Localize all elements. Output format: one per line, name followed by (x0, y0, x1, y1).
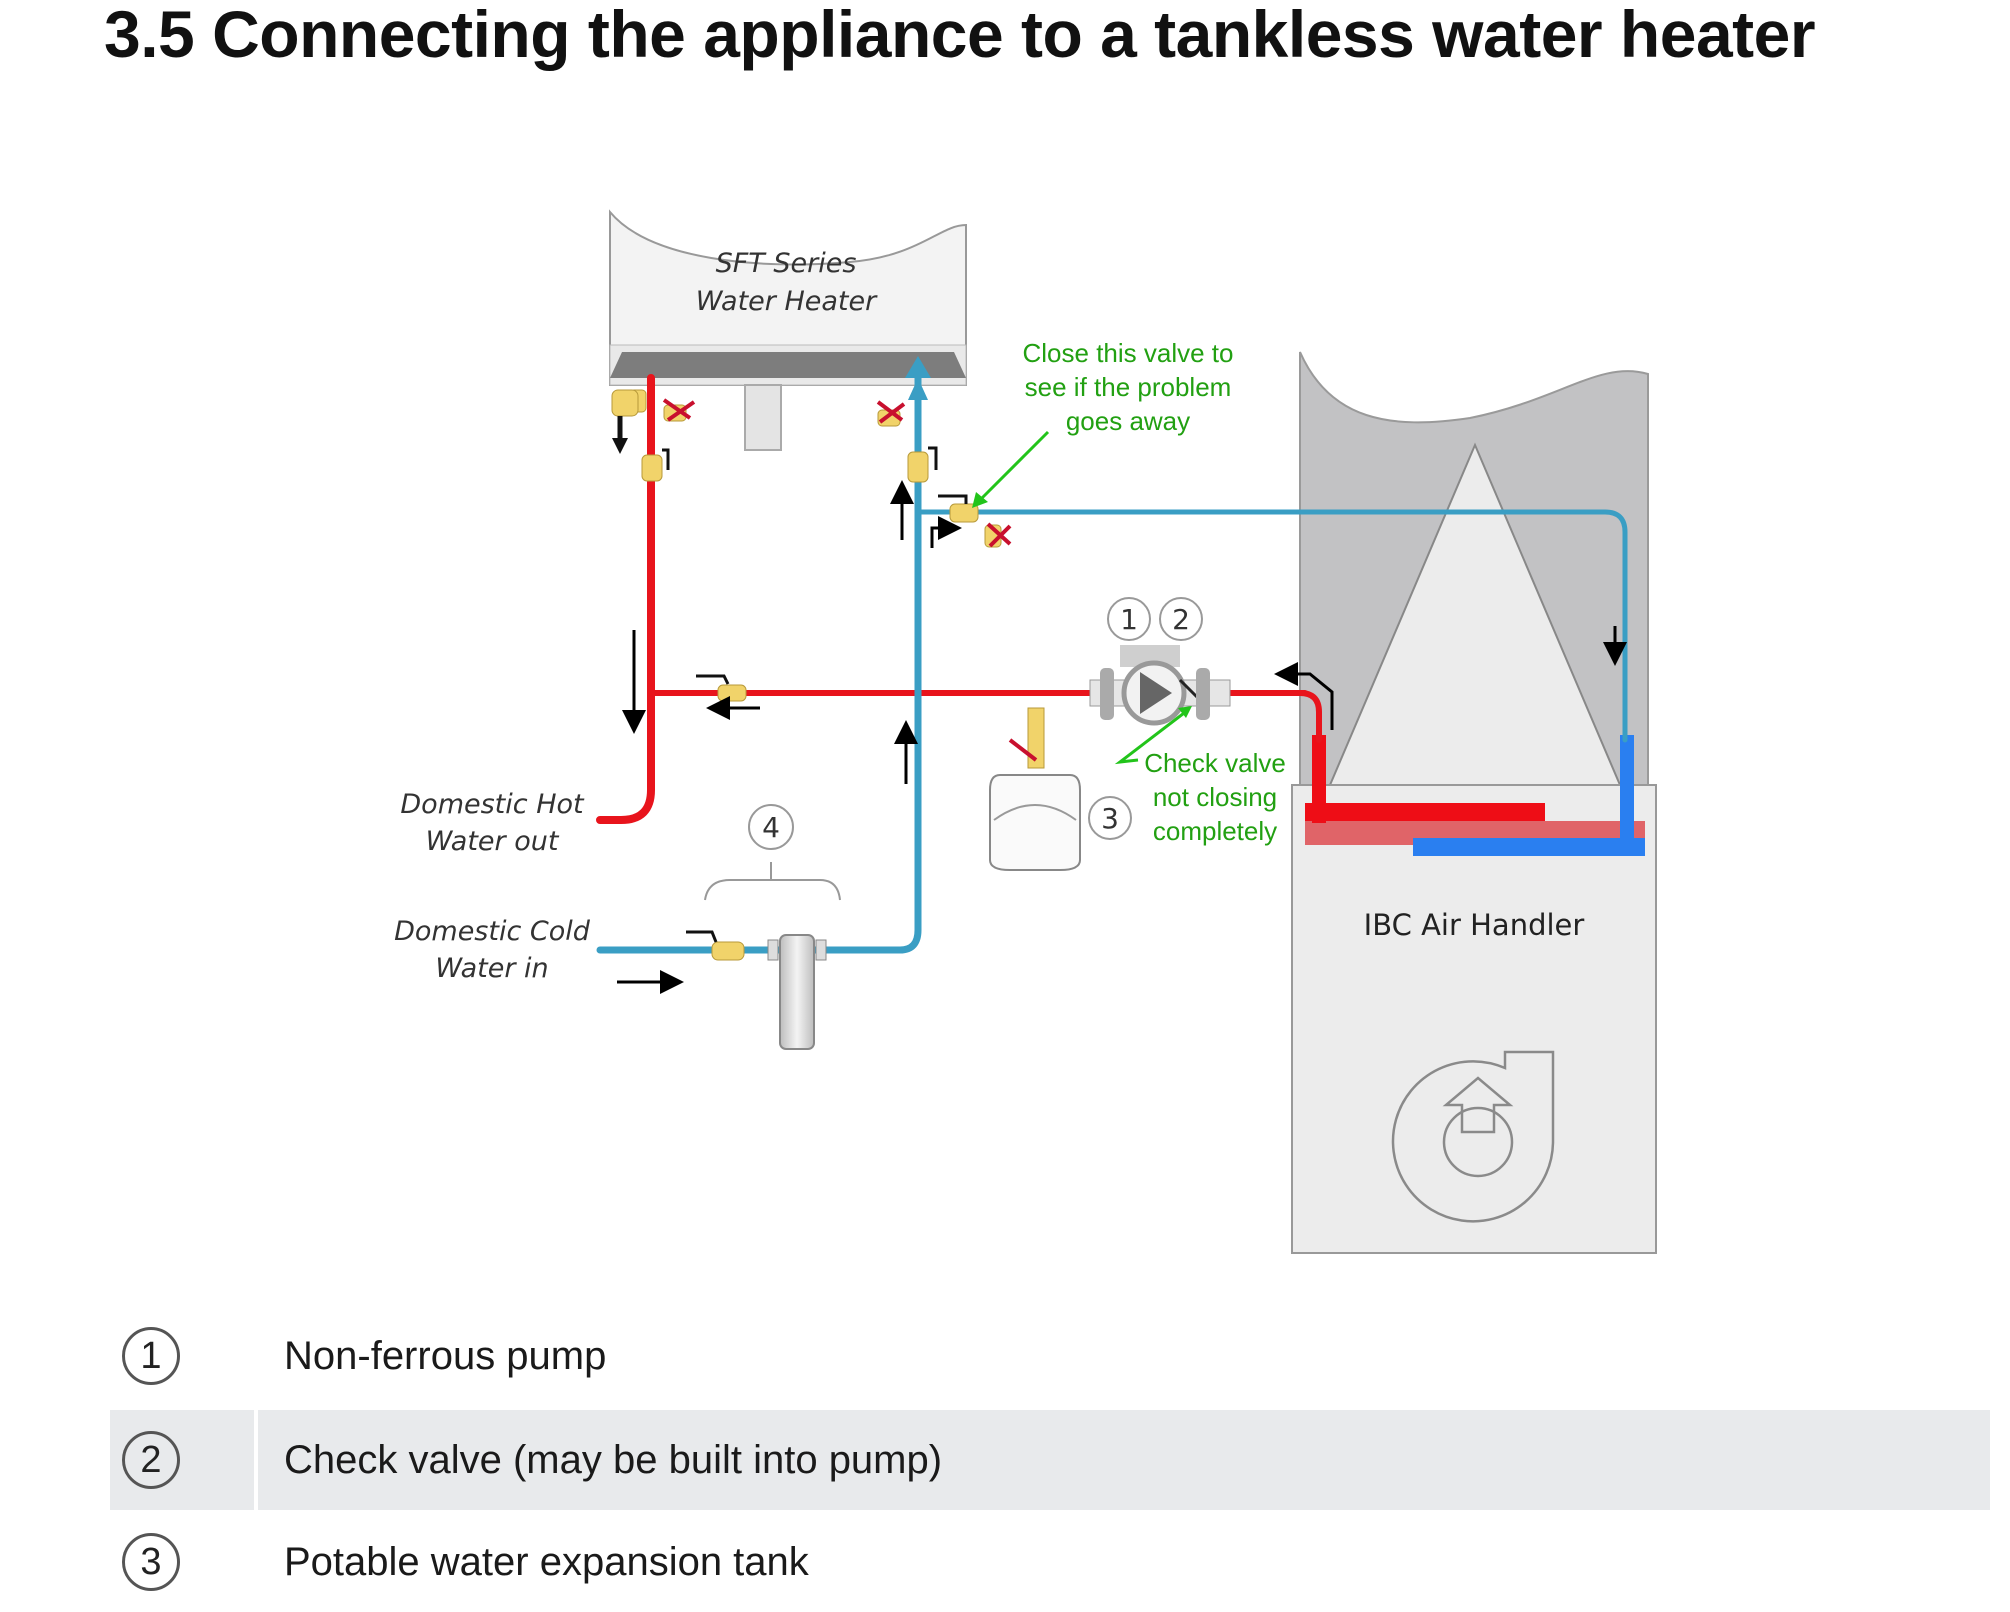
callout-4: 4 (748, 804, 794, 850)
flow-arrows (617, 480, 1627, 994)
cold-in-label-1: Domestic Cold (394, 916, 591, 947)
legend-text: Non-ferrous pump (284, 1333, 607, 1378)
expansion-tank-icon (989, 707, 1081, 871)
svg-text:see if the problem: see if the problem (1025, 372, 1232, 402)
water-heater-label-1: SFT Series (716, 248, 857, 279)
air-handler: IBC Air Handler (1291, 351, 1657, 1254)
ball-valve-icon (686, 930, 745, 961)
svg-text:2: 2 (1172, 603, 1190, 636)
svg-text:3: 3 (1101, 802, 1119, 835)
svg-text:Close this valve to: Close this valve to (1023, 338, 1234, 368)
hot-out-label-2: Water out (426, 826, 560, 857)
legend-number: 2 (122, 1431, 180, 1489)
arrow-turn-icon (930, 516, 962, 548)
pump-icon (1089, 645, 1231, 726)
legend-number: 3 (122, 1533, 180, 1591)
callout-3: 3 (1088, 796, 1132, 840)
cold-pipe-to-coil (915, 509, 1628, 743)
ball-valve-icon (696, 674, 747, 702)
legend-text: Check valve (may be built into pump) (284, 1437, 943, 1482)
arrow-turn-left-icon (1274, 662, 1334, 730)
hot-out-label-1: Domestic Hot (400, 789, 585, 820)
ball-valve-icon (876, 400, 938, 483)
cold-in-label-2: Water in (435, 953, 548, 984)
coil-cold-header (1413, 838, 1645, 856)
blower-icon (1391, 1050, 1555, 1223)
water-heater: SFT Series Water Heater (609, 209, 967, 451)
svg-text:1: 1 (1120, 603, 1138, 636)
annotation-close-valve: Close this valve to see if the problem g… (972, 338, 1233, 508)
water-heater-label-2: Water Heater (696, 286, 878, 317)
svg-text:Check valve: Check valve (1144, 748, 1286, 778)
callout-1: 1 (1107, 597, 1151, 641)
callout-2: 2 (1159, 597, 1203, 641)
legend-row-1: 1 Non-ferrous pump (110, 1306, 1990, 1406)
plumbing-diagram: IBC Air Handler SFT Series Water Heater (394, 209, 1657, 1254)
legend-row-3: 3 Potable water expansion tank (110, 1512, 1990, 1612)
svg-text:goes away: goes away (1066, 406, 1190, 436)
coil-hot-header (1305, 803, 1545, 821)
page-title: 3.5 Connecting the appliance to a tankle… (104, 0, 1816, 71)
svg-text:completely: completely (1153, 816, 1277, 846)
cold-pipe-main (596, 374, 922, 954)
filter-icon (704, 862, 841, 1050)
ball-valve-icon (611, 389, 696, 482)
legend-number: 1 (122, 1327, 180, 1385)
air-handler-label: IBC Air Handler (1364, 908, 1585, 942)
legend-text: Potable water expansion tank (284, 1539, 809, 1584)
svg-text:4: 4 (762, 811, 780, 844)
legend-row-2: 2 Check valve (may be built into pump) (110, 1410, 1990, 1510)
svg-text:not closing: not closing (1153, 782, 1277, 812)
annotation-check-valve: Check valve not closing completely (1114, 706, 1286, 846)
hot-pipe-main (596, 374, 655, 824)
